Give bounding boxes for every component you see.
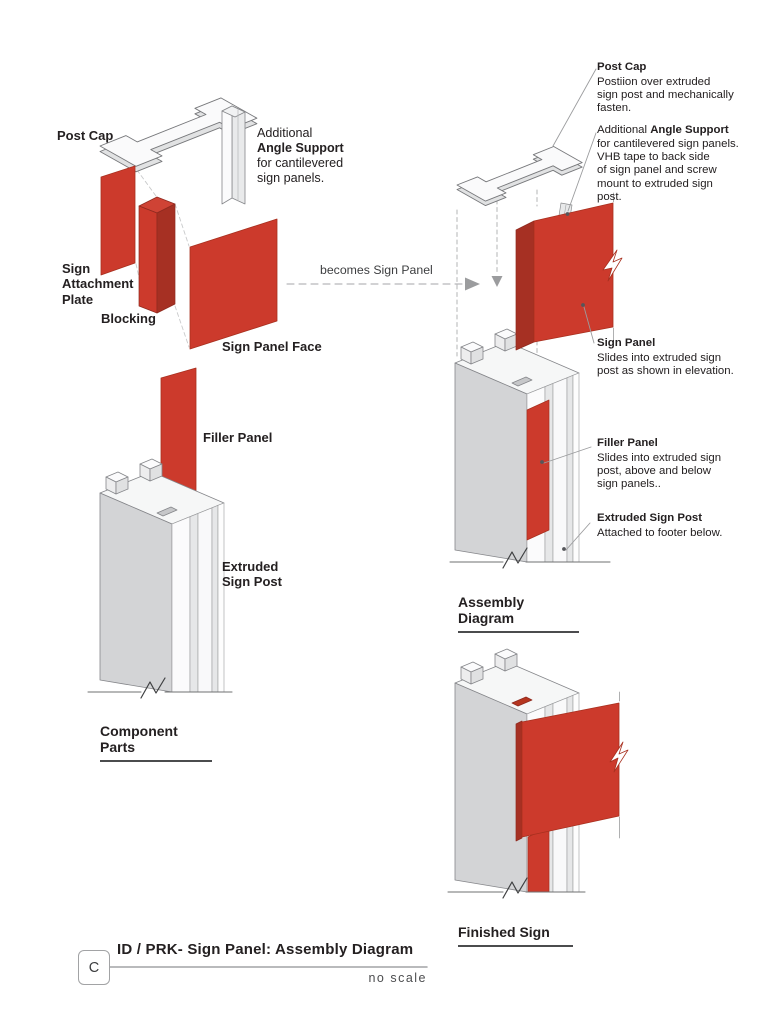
- annotation-angle-support-title: Additional Angle Support: [597, 124, 729, 137]
- annotation-angle-support-pre: Additional: [597, 124, 651, 136]
- label-sign-attachment-plate: Sign Attachment Plate: [62, 261, 134, 307]
- annotation-leaders: [543, 68, 597, 551]
- detail-letter-box: C: [78, 950, 110, 985]
- label-blocking: Blocking: [101, 311, 156, 326]
- ground-line-finished: [447, 877, 586, 899]
- annotation-extruded-post-title: Extruded Sign Post: [597, 512, 703, 524]
- annotation-extruded-post-body: Attached to footer below.: [597, 527, 723, 539]
- label-angle-support-rest: for cantilevered sign panels.: [257, 155, 344, 185]
- label-extruded-sign-post: Extruded Sign Post: [222, 559, 282, 590]
- heading-component-parts: Component Parts: [100, 723, 212, 762]
- annotation-angle-support-body: for cantilevered sign panels. VHB tape t…: [597, 138, 739, 203]
- annotation-sign-panel-title: Sign Panel: [597, 337, 656, 349]
- annotation-angle-support-name: Angle Support: [650, 124, 729, 136]
- filler-strip-finished: [527, 826, 550, 893]
- annotation-post-cap-body: Postiion over extruded sign post and mec…: [597, 76, 734, 115]
- ground-line-assembly: [449, 547, 611, 569]
- annotation-filler-panel-body: Slides into extruded sign post, above an…: [597, 452, 722, 491]
- scale-note: no scale: [368, 971, 427, 985]
- extruded-post-drawing-left: [87, 458, 233, 699]
- heading-finished-sign: Finished Sign: [458, 924, 573, 947]
- filler-panel-in-channel: [526, 399, 550, 541]
- sheet-title: ID / PRK- Sign Panel: Assembly Diagram: [117, 941, 414, 958]
- annotation-filler-panel-title: Filler Panel: [597, 437, 658, 449]
- sign-attachment-plate-drawing: [100, 165, 136, 276]
- post-cap-drawing-left: [99, 97, 258, 173]
- label-angle-support-name: Angle Support: [257, 140, 344, 155]
- finished-sign-drawing: [447, 648, 629, 899]
- sign-panel-finished: [521, 702, 620, 838]
- label-filler-panel: Filler Panel: [203, 430, 273, 445]
- transition-label: becomes Sign Panel: [320, 263, 433, 277]
- label-angle-support: Additional Angle Support for cantilevere…: [257, 126, 344, 185]
- panel-break-mark: [602, 249, 623, 282]
- blocking-drawing: [138, 196, 176, 314]
- angle-support-drawing-left: [221, 105, 246, 205]
- becomes-sign-panel-arrow: [286, 277, 480, 291]
- extruded-post-drawing-assembly: [449, 328, 611, 569]
- annotation-leader-dots: [540, 212, 585, 551]
- panel-break-mark-finished: [609, 741, 629, 773]
- sign-panel-face-drawing: [189, 218, 278, 350]
- annotation-sign-panel-body: Slides into extruded sign post as shown …: [597, 352, 734, 378]
- ground-line-left: [87, 677, 233, 699]
- sign-panel-drawing-assembly: [515, 192, 623, 351]
- detail-letter: C: [88, 959, 100, 976]
- label-post-cap: Post Cap: [57, 128, 114, 143]
- label-sign-panel-face: Sign Panel Face: [222, 339, 322, 354]
- annotation-post-cap-title: Post Cap: [597, 61, 647, 73]
- heading-assembly-diagram: Assembly Diagram: [458, 594, 579, 633]
- post-cap-drawing-assembly: [456, 146, 583, 207]
- label-angle-support-pre: Additional: [257, 126, 313, 140]
